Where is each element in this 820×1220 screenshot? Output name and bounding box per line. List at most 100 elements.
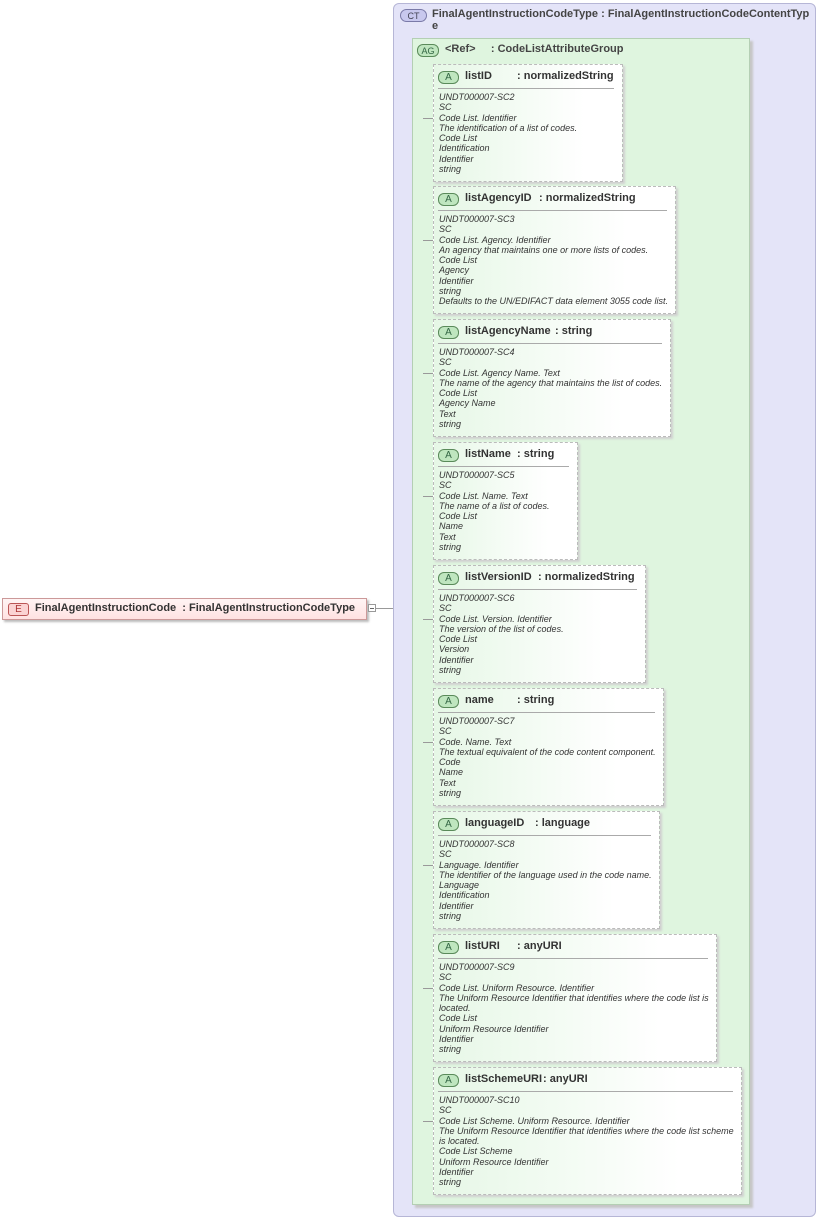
divider: [438, 466, 569, 467]
divider: [438, 88, 614, 89]
doc-line: Code List. Version. Identifier: [439, 613, 552, 624]
connector-line: [423, 1121, 433, 1122]
doc-line: Identification: [439, 143, 490, 154]
doc-line: The identification of a list of codes.: [439, 122, 578, 133]
attribute-badge: A: [438, 1074, 459, 1087]
attribute-type-value: string: [523, 448, 555, 460]
doc-line: Code List. Uniform Resource. Identifier: [439, 982, 595, 993]
connector-line: [423, 865, 433, 866]
doc-line: Identifier: [439, 1034, 474, 1045]
attribute-name: listAgencyName: [465, 325, 551, 337]
doc-line: Code List Scheme. Uniform Resource. Iden…: [439, 1115, 630, 1126]
doc-line: UNDT000007-SC3: [439, 214, 515, 224]
doc-line: The name of a list of codes.: [439, 500, 550, 511]
complex-type-label: FinalAgentInstructionCodeType : FinalAge…: [432, 8, 814, 32]
type-separator: :: [517, 694, 524, 706]
attribute-name: languageID: [465, 817, 525, 829]
attribute-name: listSchemeURI: [465, 1073, 543, 1085]
attribute-type-value: string: [561, 325, 593, 337]
doc-line: Code List: [439, 388, 478, 399]
element-badge: E: [8, 603, 29, 616]
attribute-badge: A: [438, 572, 459, 585]
doc-line: Text: [439, 531, 456, 542]
element-name: FinalAgentInstructionCode: [35, 602, 177, 614]
attribute-name: listVersionID: [465, 571, 532, 583]
doc-line: UNDT000007-SC7: [439, 716, 515, 726]
doc-line: UNDT000007-SC8: [439, 839, 515, 849]
element-node[interactable]: E FinalAgentInstructionCode : FinalAgent…: [2, 598, 367, 620]
doc-line: SC: [439, 357, 452, 368]
doc-line: SC: [439, 102, 452, 113]
attribute-name: name: [465, 694, 494, 706]
divider: [438, 343, 662, 344]
doc-line: UNDT000007-SC9: [439, 962, 515, 972]
complex-type-base: FinalAgentInstructionCodeContentType: [432, 8, 810, 32]
complex-type-badge: CT: [400, 9, 427, 22]
doc-line: string: [439, 164, 462, 175]
attribute-type: : string: [517, 448, 554, 460]
doc-line: Identifier: [439, 900, 474, 911]
doc-line: Code List. Name. Text: [439, 490, 528, 501]
doc-line: Code List. Agency. Identifier: [439, 234, 551, 245]
attribute-type: : normalizedString: [517, 70, 614, 82]
doc-line: string: [439, 542, 462, 553]
doc-line: Identification: [439, 890, 490, 901]
type-separator: :: [538, 571, 545, 583]
attribute-type-value: anyURI: [549, 1073, 588, 1085]
doc-line: UNDT000007-SC10: [439, 1095, 520, 1105]
attribute-type: : language: [535, 817, 590, 829]
complex-type-name: FinalAgentInstructionCodeType: [432, 8, 599, 20]
attribute-type-value: language: [541, 817, 591, 829]
doc-line: Language. Identifier: [439, 859, 519, 870]
doc-line: Name: [439, 521, 464, 532]
doc-line: Text: [439, 777, 456, 788]
doc-line: SC: [439, 726, 452, 737]
doc-line: UNDT000007-SC5: [439, 470, 515, 480]
type-separator: :: [517, 70, 524, 82]
connector-line: [423, 496, 433, 497]
attribute-type: : anyURI: [517, 940, 562, 952]
connector-line: [423, 619, 433, 620]
doc-line: UNDT000007-SC4: [439, 347, 515, 357]
doc-line: Language: [439, 880, 480, 891]
doc-line: Agency Name: [439, 398, 496, 409]
doc-line: Identifier: [439, 275, 474, 286]
doc-line: Name: [439, 767, 464, 778]
divider: [438, 1091, 733, 1092]
divider: [438, 712, 655, 713]
collapse-toggle[interactable]: [368, 604, 376, 612]
attribute-badge: A: [438, 941, 459, 954]
doc-line: SC: [439, 972, 452, 983]
attribute-type: : normalizedString: [538, 571, 635, 583]
doc-line: string: [439, 286, 462, 297]
connector-line: [423, 742, 433, 743]
doc-line: UNDT000007-SC6: [439, 593, 515, 603]
type-separator: :: [517, 940, 524, 952]
attribute-badge: A: [438, 71, 459, 84]
doc-line: SC: [439, 224, 452, 235]
doc-line: Uniform Resource Identifier: [439, 1156, 549, 1167]
doc-line: Defaults to the UN/EDIFACT data element …: [439, 296, 668, 307]
doc-line: SC: [439, 480, 452, 491]
doc-line: Code List: [439, 255, 478, 266]
divider: [438, 589, 637, 590]
type-separator: :: [179, 602, 190, 614]
divider: [438, 958, 708, 959]
divider: [438, 835, 651, 836]
attribute-type: : string: [517, 694, 554, 706]
